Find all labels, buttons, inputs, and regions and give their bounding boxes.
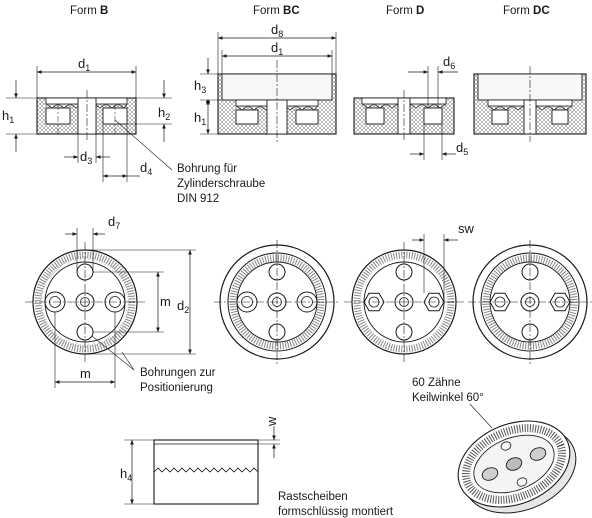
dim-d1-form-b [36,66,137,98]
svg-text:Form BC: Form BC [253,5,300,17]
label-d4-b: d4 [140,160,152,177]
dim-d1-form-bc [221,50,333,74]
dim-d6-form-d [408,66,458,108]
label-d8-bc: d8 [271,22,283,39]
label-d3-b: d3 [80,149,92,166]
form-b-section-view [36,90,137,142]
dim-d2 [85,249,196,355]
dim-sw [412,234,458,302]
dim-d8-form-bc [217,32,337,74]
svg-text:60 Zähne: 60 Zähne [412,377,461,389]
svg-text:Rastscheiben: Rastscheiben [278,491,348,503]
form-dc-section-view [473,66,587,142]
label-h1-b: h1 [2,108,14,125]
form-b-title: Form B [70,5,108,17]
form-d-section-view [353,90,455,142]
svg-text:Positionierung: Positionierung [140,382,213,394]
label-h3-bc: h3 [194,78,206,95]
teeth-leader [469,403,493,429]
svg-text:Keilwinkel 60°: Keilwinkel 60° [412,392,484,404]
label-d1-bc: d1 [271,40,283,57]
label-h2-b: h2 [158,105,170,122]
svg-text:Bohrung für: Bohrung für [177,163,237,175]
dim-m-horizontal [54,312,116,388]
form-dc-title: Form DC [503,5,550,17]
form-d-title: Form D [386,5,424,17]
label-h4: h4 [120,466,132,483]
note-teeth: 60 Zähne Keilwinkel 60° [412,377,484,404]
label-m-horizontal: m [80,366,91,381]
svg-text:Bohrungen zur: Bohrungen zur [140,367,216,379]
positioning-leader [91,335,135,371]
form-bc-top-view [214,240,340,364]
dim-d5-form-d [410,124,456,160]
dim-m-vertical [93,271,164,333]
dim-h4 [124,439,154,505]
label-d5-d: d5 [456,140,468,157]
note-positioning: Bohrungen zur Positionierung [140,367,216,394]
perspective-view [457,420,577,514]
label-d7: d7 [108,214,120,231]
form-d-top-view [344,242,464,362]
note-rast: Rastscheiben formschlüssig montiert [278,491,394,518]
dim-h3-h1-form-bc [200,58,222,135]
svg-text:Zylinderschraube: Zylinderschraube [177,178,265,190]
rastscheiben-pair-view [153,439,259,505]
svg-text:Form D: Form D [386,5,424,17]
svg-text:DIN 912: DIN 912 [177,193,219,205]
label-d2: d2 [177,298,189,315]
form-b-top-view [25,242,145,362]
dim-d4-form-b [102,124,140,182]
label-m-vertical: m [160,294,171,309]
form-bc-title: Form BC [253,5,300,17]
dim-w [258,426,280,458]
form-dc-top-view [468,240,592,364]
label-h1-bc: h1 [194,110,206,127]
dim-h1-form-b [6,80,37,152]
bohrung-leader [114,119,173,171]
dim-h2-form-b [127,80,172,142]
label-d1-b: d1 [78,56,90,73]
svg-text:formschlüssig montiert: formschlüssig montiert [278,506,394,518]
svg-text:Form DC: Form DC [503,5,550,17]
label-d6-d: d6 [443,54,455,71]
label-sw: sw [458,221,475,236]
label-w: w [264,416,279,427]
svg-text:Form B: Form B [70,5,108,17]
note-bohrung: Bohrung für Zylinderschraube DIN 912 [177,163,265,205]
form-bc-section-view [217,60,337,142]
